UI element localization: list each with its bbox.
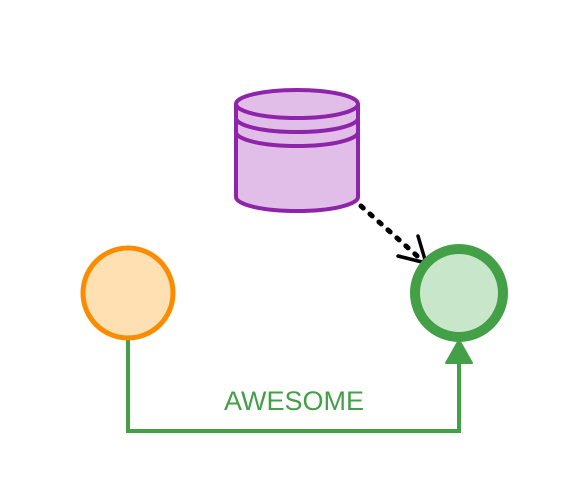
- open-arrowhead-icon: [396, 234, 428, 265]
- edge-line-source-to-target: [126, 339, 461, 433]
- database-ring-1: [234, 117, 360, 134]
- edge-source-to-target: AWESOME: [126, 339, 473, 433]
- target-node[interactable]: [410, 244, 508, 342]
- edge-database-to-target: [358, 203, 428, 265]
- database-node[interactable]: [234, 88, 360, 213]
- edge-label-awesome: AWESOME: [224, 386, 364, 416]
- database-cylinder-top: [234, 88, 360, 120]
- filled-arrowhead-icon: [445, 339, 473, 364]
- database-cylinder-body: [234, 104, 360, 213]
- source-node[interactable]: [80, 245, 176, 341]
- edge-line-database-to-target: [358, 203, 427, 265]
- database-ring-2: [234, 131, 360, 148]
